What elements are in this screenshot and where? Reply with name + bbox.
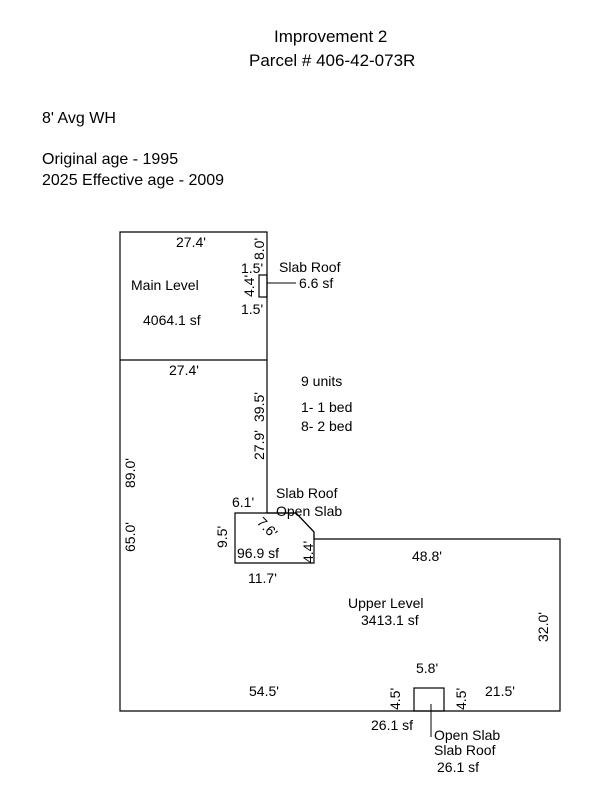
dim-left-lower: 65.0' — [122, 522, 138, 552]
original-age-note: Original age - 1995 — [42, 151, 179, 168]
main-level-label: Main Level — [131, 277, 199, 293]
slab-area-value: 96.9 sf — [237, 545, 279, 561]
open-slab-area-left: 26.1 sf — [371, 717, 413, 733]
slab-roof-open-slab-area — [234, 512, 315, 564]
units-two-bed: 8- 2 bed — [301, 418, 352, 434]
sketch-title: Improvement 2 — [274, 27, 388, 46]
slab-roof-label-bottom: Slab Roof — [434, 742, 496, 758]
parcel-number: Parcel # 406-42-073R — [249, 51, 416, 70]
slab-roof-area: 6.6 sf — [299, 275, 333, 291]
dim-slab-right: 4.4' — [300, 541, 316, 563]
open-slab-box — [413, 687, 445, 712]
dim-right-upper: 39.5' — [251, 392, 267, 422]
units-one-bed: 1- 1 bed — [301, 399, 352, 415]
upper-level-label: Upper Level — [348, 595, 424, 611]
units-count: 9 units — [301, 373, 342, 389]
building-outline — [119, 231, 561, 712]
dim-notch-b: 1.5' — [241, 301, 263, 317]
dim-box-right: 4.5' — [453, 688, 469, 710]
dim-left-total: 89.0' — [122, 458, 138, 488]
slab-roof-notch — [258, 274, 268, 298]
dim-main-divider: 27.4' — [169, 362, 199, 378]
slab-roof-label-2: Slab Roof — [276, 485, 338, 501]
dim-bottom-left: 54.5' — [249, 683, 279, 699]
slab-roof-label: Slab Roof — [279, 259, 341, 275]
dim-upper-right: 32.0' — [535, 612, 551, 642]
dim-box-left: 4.5' — [387, 688, 403, 710]
dim-box-top: 5.8' — [416, 660, 438, 676]
dim-slab-left: 9.5' — [214, 526, 230, 548]
dim-right-lower: 27.9' — [251, 430, 267, 460]
main-level-area: 4064.1 sf — [143, 312, 201, 328]
upper-level-area: 3413.1 sf — [361, 612, 419, 628]
dim-slab-top: 6.1' — [232, 494, 254, 510]
dim-notch-top: 8.0' — [251, 238, 267, 260]
dim-notch-a: 1.5' — [241, 260, 263, 276]
dim-upper-top: 48.8' — [412, 548, 442, 564]
open-slab-label: Open Slab — [276, 503, 342, 519]
dim-top: 27.4' — [176, 234, 206, 250]
dim-notch-depth: 4.4' — [241, 275, 257, 297]
wall-height-note: 8' Avg WH — [42, 110, 116, 127]
effective-age-note: 2025 Effective age - 2009 — [42, 172, 225, 189]
open-slab-area-bottom: 26.1 sf — [437, 759, 479, 775]
dim-slab-bottom: 11.7' — [248, 570, 277, 586]
dim-bottom-right: 21.5' — [485, 683, 515, 699]
open-slab-label-bottom: Open Slab — [434, 727, 500, 743]
